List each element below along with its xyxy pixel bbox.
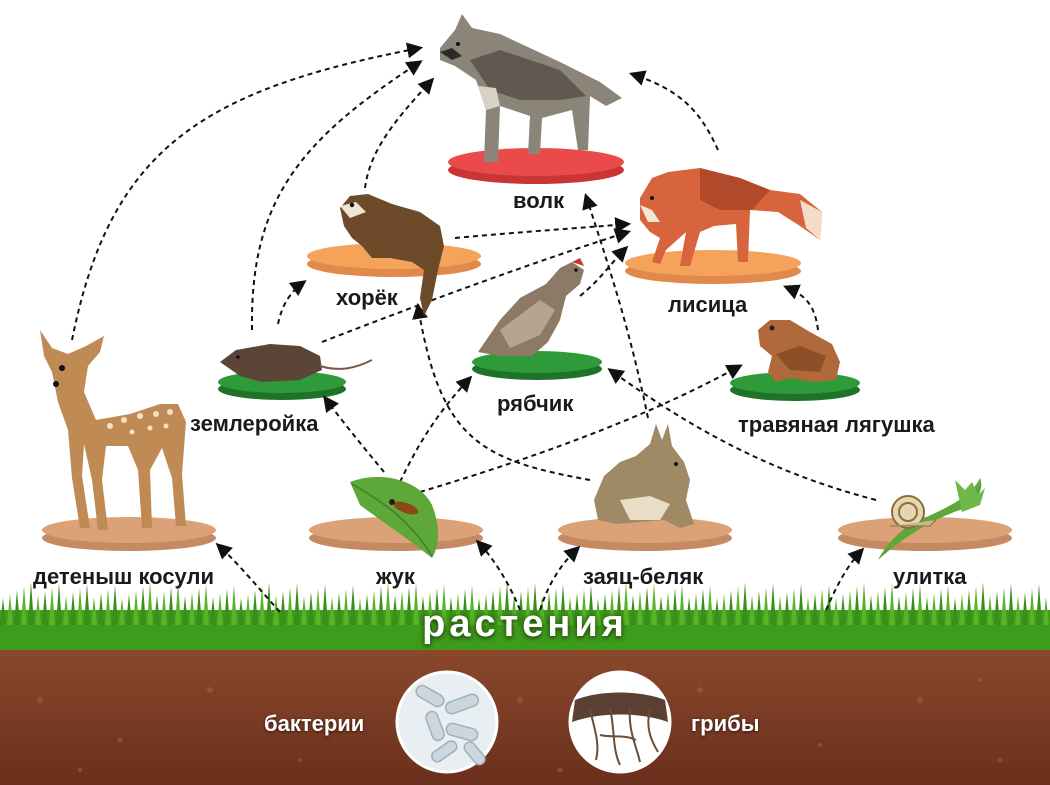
link-ferret-fox bbox=[454, 217, 632, 239]
link-beetle-frog bbox=[419, 364, 743, 493]
label-grouse: рябчик bbox=[497, 391, 574, 416]
bacteria-label: бактерии bbox=[264, 711, 365, 736]
link-frog-fox bbox=[783, 284, 819, 331]
link-snail-grouse bbox=[607, 368, 877, 501]
frog-figure bbox=[758, 320, 840, 382]
fox-figure bbox=[640, 168, 822, 266]
label-beetle: жук bbox=[376, 564, 415, 589]
beetle-on-leaf-figure bbox=[350, 476, 438, 558]
link-beetle-shrew bbox=[323, 395, 385, 473]
food-links bbox=[71, 42, 877, 613]
link-shrew-wolf bbox=[250, 60, 423, 331]
grouse-figure bbox=[478, 258, 584, 356]
soil-layer bbox=[0, 640, 1050, 785]
soil-specks bbox=[37, 678, 1003, 773]
hare-figure bbox=[594, 424, 694, 528]
label-ferret: хорёк bbox=[336, 285, 398, 310]
fungi-label: грибы bbox=[691, 711, 760, 736]
snail-on-leaf-figure bbox=[878, 478, 985, 560]
label-fox: лисица bbox=[668, 292, 748, 317]
link-plants-beetle bbox=[475, 539, 521, 611]
ferret-figure bbox=[340, 194, 444, 316]
shrew-figure bbox=[220, 344, 373, 382]
link-plants-hare bbox=[539, 545, 581, 611]
link-ferret-wolf bbox=[364, 77, 435, 189]
grass-band bbox=[0, 610, 1050, 650]
link-hare-ferret bbox=[412, 302, 591, 481]
grass-blades bbox=[0, 582, 1049, 625]
label-fawn: детеныш косули bbox=[33, 564, 214, 589]
link-plants-fawn bbox=[215, 542, 281, 613]
bacteria-circle bbox=[395, 670, 499, 774]
fungi-circle bbox=[568, 670, 672, 774]
link-shrew-fox bbox=[321, 228, 632, 343]
link-beetle-grouse bbox=[399, 375, 473, 483]
label-hare: заяц-беляк bbox=[583, 564, 704, 589]
link-hare-wolf bbox=[582, 192, 649, 419]
label-shrew: землеройка bbox=[190, 411, 319, 436]
link-fawn-wolf bbox=[71, 42, 424, 341]
plants-title: растения bbox=[422, 603, 628, 645]
link-plants-snail bbox=[825, 547, 865, 611]
label-frog: травяная лягушка bbox=[738, 412, 935, 437]
fawn-figure bbox=[40, 330, 186, 530]
link-grouse-fox bbox=[579, 245, 629, 297]
link-fox-wolf bbox=[628, 70, 719, 151]
label-wolf: волк bbox=[513, 188, 565, 213]
wolf-figure bbox=[440, 14, 622, 162]
label-snail: улитка bbox=[893, 564, 967, 589]
link-shrew-ferret bbox=[277, 280, 307, 325]
